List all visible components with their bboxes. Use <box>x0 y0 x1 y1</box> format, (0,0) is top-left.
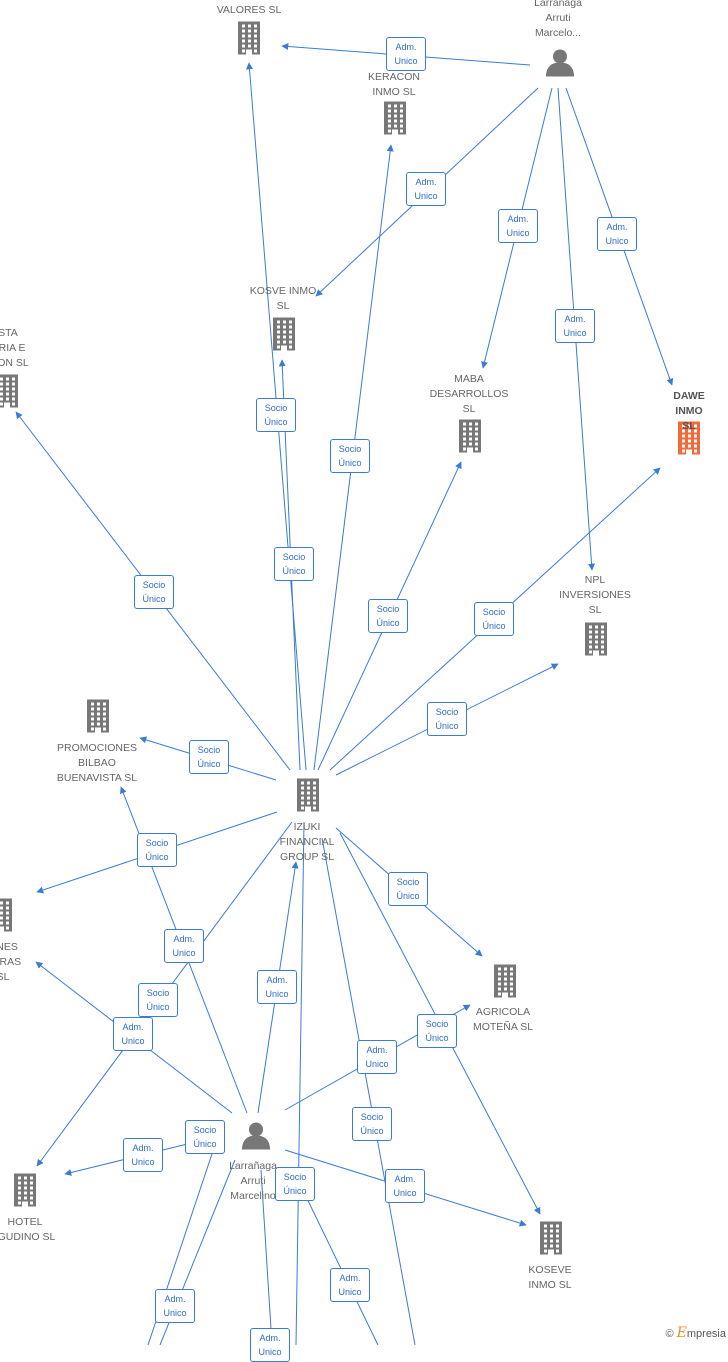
edge-role-label[interactable]: Adm. Unico <box>330 1268 370 1302</box>
edge-role-label[interactable]: Adm. Unico <box>155 1289 195 1323</box>
edge-role-label[interactable]: Adm. Unico <box>555 309 595 343</box>
edge-role-label[interactable]: Adm. Unico <box>406 172 446 206</box>
building-icon[interactable] <box>0 374 20 413</box>
edge-role-label[interactable]: Adm. Unico <box>113 1017 153 1051</box>
node-label-dawe[interactable]: DAWE INMO SL <box>673 390 705 432</box>
copyright-symbol: © <box>665 1328 674 1340</box>
building-icon[interactable] <box>457 419 483 458</box>
edge-role-label[interactable]: Socio Único <box>427 702 467 736</box>
building-icon[interactable] <box>676 421 702 460</box>
edge-role-label[interactable]: Adm. Unico <box>257 970 297 1004</box>
edge-role-label[interactable]: Socio Único <box>275 1167 315 1201</box>
edge-role-label[interactable]: Socio Único <box>185 1120 225 1154</box>
edge-role-label[interactable]: Socio Único <box>388 872 428 906</box>
node-label-hotel[interactable]: HOTEL IGUDINO SL <box>0 1216 56 1243</box>
building-icon[interactable] <box>295 778 321 817</box>
building-icon[interactable] <box>538 1221 564 1260</box>
node-label-maba[interactable]: MABA DESARROLLOS SL <box>429 373 509 415</box>
node-label-npl[interactable]: NPL INVERSIONES SL <box>559 574 631 616</box>
edge-role-label[interactable]: Socio Único <box>138 983 178 1017</box>
edge-role-label[interactable]: Adm. Unico <box>386 37 426 71</box>
edge-role-label[interactable]: Socio Único <box>474 602 514 636</box>
edge-role-label[interactable]: Socio Único <box>134 575 174 609</box>
edge-role-label[interactable]: Adm. Unico <box>123 1138 163 1172</box>
edge-role-label[interactable]: Adm. Unico <box>597 217 637 251</box>
edge-role-label[interactable]: Adm. Unico <box>498 209 538 243</box>
node-label-left_top[interactable]: STA ORIA E SION SL <box>0 327 29 369</box>
brand-initial: E <box>676 1325 687 1341</box>
brand-name: mpresia <box>686 1328 726 1340</box>
edge-role-label[interactable]: Socio Único <box>352 1107 392 1141</box>
edge-role-label[interactable]: Socio Único <box>256 398 296 432</box>
edge-role-label[interactable]: Socio Único <box>417 1014 457 1048</box>
building-icon[interactable] <box>236 21 262 60</box>
edge-role-label[interactable]: Adm. Unico <box>164 929 204 963</box>
edge-role-label[interactable]: Adm. Unico <box>385 1169 425 1203</box>
brand-watermark: © Empresia <box>665 1325 726 1341</box>
node-label-marcelino[interactable]: Larrañaga Arruti Marcelino <box>229 1160 277 1202</box>
building-icon[interactable] <box>492 964 518 1003</box>
node-label-agricola[interactable]: AGRICOLA MOTEÑA SL <box>472 1006 534 1033</box>
node-label-koseve[interactable]: KOSEVE INMO SL <box>528 1264 572 1291</box>
node-label-kosve[interactable]: KOSVE INMO SL <box>249 285 317 312</box>
edge-offscreen <box>260 1169 273 1345</box>
node-label-left_mid[interactable]: ONES DERAS SL <box>0 941 22 983</box>
building-icon[interactable] <box>0 898 14 937</box>
edge-role-label[interactable]: Adm. Unico <box>250 1328 290 1362</box>
edge-offscreen <box>295 821 305 1345</box>
person-icon[interactable] <box>545 49 575 82</box>
edge-role-label[interactable]: Socio Único <box>330 439 370 473</box>
building-icon[interactable] <box>271 317 297 356</box>
edge-izuki-offscreen_c <box>321 837 416 1345</box>
edge-role-label[interactable]: Socio Único <box>368 599 408 633</box>
person-icon[interactable] <box>241 1122 271 1155</box>
building-icon[interactable] <box>85 699 111 738</box>
building-icon[interactable] <box>583 622 609 661</box>
edge-role-label[interactable]: Socio Único <box>137 833 177 867</box>
node-label-izuki[interactable]: IZUKI FINANCIAL GROUP SL <box>279 821 335 863</box>
building-icon[interactable] <box>12 1173 38 1212</box>
edge-role-label[interactable]: Socio Único <box>189 740 229 774</box>
edge-role-label[interactable]: Socio Único <box>274 547 314 581</box>
node-label-keracon[interactable]: KERACON INMO SL <box>368 71 420 98</box>
edge-offscreen <box>297 1179 379 1345</box>
node-label-marcelo_top[interactable]: Larrañaga Arruti Marcelo... <box>534 0 582 39</box>
node-label-valores[interactable]: VALORES SL <box>216 4 282 16</box>
edge-role-label[interactable]: Adm. Unico <box>357 1040 397 1074</box>
node-label-promociones[interactable]: PROMOCIONES BILBAO BUENAVISTA SL <box>56 742 138 784</box>
building-icon[interactable] <box>382 101 408 140</box>
